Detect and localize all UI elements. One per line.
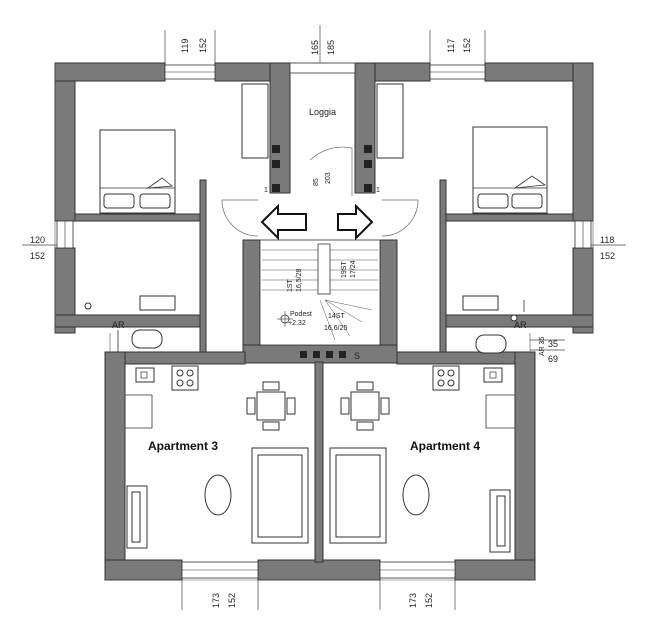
dim-bottom-left-2: 152 [227,593,237,608]
apartment-3-label: Apartment 3 [148,439,218,453]
dim-right-small-a: 35 [548,339,558,349]
boundary-lines [54,63,594,581]
s-mark: S [354,351,360,361]
dim-left-1: 120 [30,235,45,245]
bathroom-left: AR [84,295,176,352]
bathroom-right: AR [462,295,527,354]
apartment-4-label: Apartment 4 [410,439,480,453]
stair-bottom-code: 14ST [328,313,345,320]
stair-bottom-count: 16,6/25 [324,325,347,332]
dim-right-small-b: 69 [548,354,558,364]
mark-1-left: 1 [264,187,268,194]
dim-bottom-right-2: 152 [424,593,434,608]
mark-1-right: 1 [376,187,380,194]
dim-ar-vertical: AR 35 [539,336,546,356]
stair-left-count: 16,5/28 [296,269,303,292]
dimension-text: 119 152 165 185 117 152 120 152 118 152 … [30,38,615,608]
windows [56,62,592,579]
loggia-label: Loggia [309,107,336,117]
door-203: 203 [325,172,332,184]
door-85: 85 [313,178,320,186]
dim-left-2: 152 [30,251,45,261]
ar-label-right: AR [514,320,527,330]
dim-top-left-1: 119 [180,39,190,53]
dimension-lines [22,25,626,610]
dim-right-2: 152 [600,251,615,261]
bedroom-right [376,83,548,214]
landing: 85 203 1 1 Loggia [221,107,419,241]
apartment-3: Apartment 3 [125,365,309,549]
stair-left-code: 1ST [287,278,294,292]
dim-bottom-right-1: 173 [408,593,418,608]
ar-label-left: AR [112,320,125,330]
stair-core: Podest +2.32 1ST 16,5/28 19ST 17/24 14ST… [259,239,381,361]
dim-bottom-left-1: 173 [211,593,221,608]
dim-top-left-2: 152 [198,38,208,53]
dim-top-right-2: 152 [462,38,472,53]
stair-right-code: 19ST [341,261,348,278]
apartment-4: Apartment 4 [329,365,515,553]
podest-value: +2.32 [288,320,306,327]
dim-right-1: 118 [600,235,614,245]
dim-top-center-2: 185 [326,40,336,55]
dim-top-center-1: 165 [310,40,320,55]
bedroom-left [99,83,269,214]
lower-walls [104,351,536,581]
stair-right-count: 17/24 [350,260,357,278]
podest-label: Podest [290,311,312,318]
dim-top-right-1: 117 [446,39,456,53]
